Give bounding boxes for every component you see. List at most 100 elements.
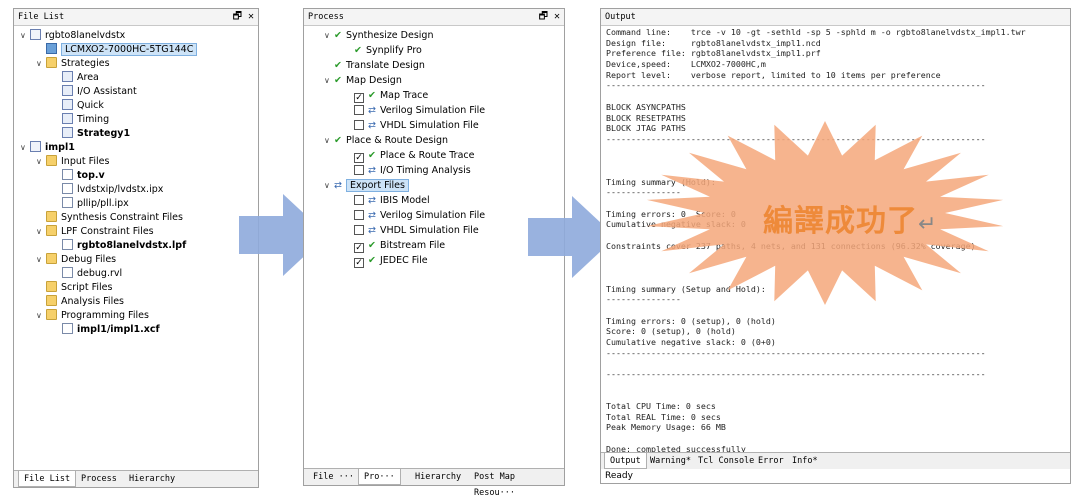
- output-title: Output: [605, 12, 636, 22]
- tree-item[interactable]: ∨LPF Constraint Files: [36, 225, 154, 239]
- tree-item-label: Programming Files: [61, 310, 149, 321]
- right-arrow-icon: [528, 196, 616, 278]
- tab[interactable]: Output: [604, 453, 647, 469]
- tree-item[interactable]: Area: [52, 71, 99, 85]
- tree-item[interactable]: pllip/pll.ipx: [52, 197, 129, 211]
- tree-item-label: lvdstxip/lvdstx.ipx: [77, 184, 164, 195]
- tab[interactable]: Tcl Console: [698, 456, 755, 466]
- tree-item[interactable]: ∨impl1: [20, 141, 75, 155]
- checkbox[interactable]: [354, 195, 364, 205]
- expand-chevron-icon[interactable]: ∨: [324, 76, 330, 85]
- refresh-icon: ⇄: [334, 180, 342, 191]
- tab[interactable]: Warning*: [650, 456, 691, 466]
- tree-item[interactable]: ∨Debug Files: [36, 253, 116, 267]
- checkbox[interactable]: ✓: [354, 258, 364, 268]
- expand-chevron-icon[interactable]: ∨: [20, 143, 26, 152]
- expand-chevron-icon[interactable]: ∨: [36, 157, 42, 166]
- process-item-label: Map Trace: [379, 90, 429, 101]
- tree-item-label: Area: [77, 72, 99, 83]
- tree-item[interactable]: Analysis Files: [36, 295, 124, 309]
- tab[interactable]: Post Map Resou···: [474, 472, 515, 498]
- checkbox[interactable]: [354, 165, 364, 175]
- expand-chevron-icon[interactable]: ∨: [36, 255, 42, 264]
- process-item[interactable]: ⇄VHDL Simulation File: [354, 119, 479, 133]
- expand-chevron-icon[interactable]: ∨: [324, 136, 330, 145]
- tab[interactable]: Error: [758, 456, 784, 466]
- process-item[interactable]: ✔Synplify Pro: [354, 44, 422, 58]
- tree-item[interactable]: top.v: [52, 169, 105, 183]
- process-item-label: Bitstream File: [379, 240, 446, 251]
- checkbox[interactable]: [354, 120, 364, 130]
- tree-item[interactable]: lvdstxip/lvdstx.ipx: [52, 183, 163, 197]
- tree-item[interactable]: ∨ Programming Files: [36, 309, 149, 323]
- tree-item-label: Quick: [77, 100, 104, 111]
- process-item[interactable]: ✓✔Place & Route Trace: [354, 149, 474, 163]
- tree-item[interactable]: Strategy1: [52, 127, 130, 141]
- tree-item-label: Synthesis Constraint Files: [61, 212, 183, 223]
- tree-item[interactable]: debug.rvl: [52, 267, 122, 281]
- panel-controls[interactable]: 🗗 ✕: [232, 11, 254, 22]
- output-line: [606, 433, 1066, 444]
- process-item[interactable]: ⇄Verilog Simulation File: [354, 104, 485, 118]
- checkbox[interactable]: ✓: [354, 243, 364, 253]
- process-item[interactable]: ⇄IBIS Model: [354, 194, 430, 208]
- tree-item-label: debug.rvl: [77, 268, 123, 279]
- tree-item-label: top.v: [77, 170, 105, 181]
- folder-icon: [46, 211, 57, 222]
- tree-item[interactable]: ∨rgbto8lanelvdstx: [20, 29, 125, 43]
- checkbox[interactable]: [354, 210, 364, 220]
- expand-chevron-icon[interactable]: ∨: [20, 31, 26, 40]
- tree-item-label: rgbto8lanelvdstx.lpf: [77, 240, 187, 251]
- checkbox[interactable]: ✓: [354, 153, 364, 163]
- tree-item[interactable]: Synthesis Constraint Files: [36, 211, 183, 225]
- strat-icon: [62, 71, 73, 82]
- output-line: ----------------------------------------…: [606, 369, 986, 379]
- expand-chevron-icon[interactable]: ∨: [324, 181, 330, 190]
- tree-item[interactable]: Quick: [52, 99, 104, 113]
- process-item[interactable]: ∨✔Map Design: [324, 74, 402, 88]
- tab[interactable]: Hierarchy: [415, 472, 462, 482]
- tab[interactable]: File ···: [313, 472, 354, 482]
- tab[interactable]: Hierarchy: [129, 474, 176, 484]
- status-bar: Ready: [601, 469, 1070, 483]
- process-item[interactable]: ∨✔Synthesize Design: [324, 29, 433, 43]
- tree-item[interactable]: ∨Strategies: [36, 57, 110, 71]
- process-item-label: Translate Design: [345, 60, 425, 71]
- process-item-label: Synplify Pro: [365, 45, 422, 56]
- checkbox[interactable]: [354, 225, 364, 235]
- process-item[interactable]: ✓✔JEDEC File: [354, 254, 428, 268]
- tree-item[interactable]: impl1/impl1.xcf: [52, 323, 160, 337]
- expand-chevron-icon[interactable]: ∨: [36, 59, 42, 68]
- tree-item[interactable]: I/O Assistant: [52, 85, 137, 99]
- process-item[interactable]: ✓✔Bitstream File: [354, 239, 445, 253]
- tree-item-label: Script Files: [61, 282, 113, 293]
- file-list-titlebar: File List 🗗 ✕: [14, 9, 258, 26]
- process-item[interactable]: ⇄I/O Timing Analysis: [354, 164, 471, 178]
- process-item[interactable]: ✔Translate Design: [324, 59, 425, 73]
- checkbox[interactable]: ✓: [354, 93, 364, 103]
- process-item[interactable]: ∨✔Place & Route Design: [324, 134, 448, 148]
- tab[interactable]: File List: [18, 471, 77, 487]
- process-item-label: Export Files: [345, 179, 409, 192]
- tree-item[interactable]: LCMXO2-7000HC-5TG144C: [36, 43, 198, 57]
- tree-item-label: LCMXO2-7000HC-5TG144C: [61, 43, 198, 56]
- tab[interactable]: Pro···: [358, 469, 401, 485]
- process-item[interactable]: ∨ ⇄Export Files: [324, 179, 409, 193]
- tree-item[interactable]: Timing: [52, 113, 109, 127]
- output-line: ----------------------------------------…: [606, 347, 986, 358]
- tree-item[interactable]: Script Files: [36, 281, 112, 295]
- folder-icon: [46, 309, 57, 320]
- expand-chevron-icon[interactable]: ∨: [36, 227, 42, 236]
- panel-controls[interactable]: 🗗 ✕: [538, 11, 560, 22]
- tree-item[interactable]: ∨Input Files: [36, 155, 109, 169]
- process-item[interactable]: ⇄VHDL Simulation File: [354, 224, 479, 238]
- process-item[interactable]: ⇄Verilog Simulation File: [354, 209, 485, 223]
- tree-item[interactable]: rgbto8lanelvdstx.lpf: [52, 239, 186, 253]
- expand-chevron-icon[interactable]: ∨: [36, 311, 42, 320]
- tab[interactable]: Process: [81, 474, 117, 484]
- checkbox[interactable]: [354, 105, 364, 115]
- process-item[interactable]: ✓✔Map Trace: [354, 89, 428, 103]
- success-check-icon: ✔: [334, 30, 342, 41]
- expand-chevron-icon[interactable]: ∨: [324, 31, 330, 40]
- tab[interactable]: Info*: [792, 456, 818, 466]
